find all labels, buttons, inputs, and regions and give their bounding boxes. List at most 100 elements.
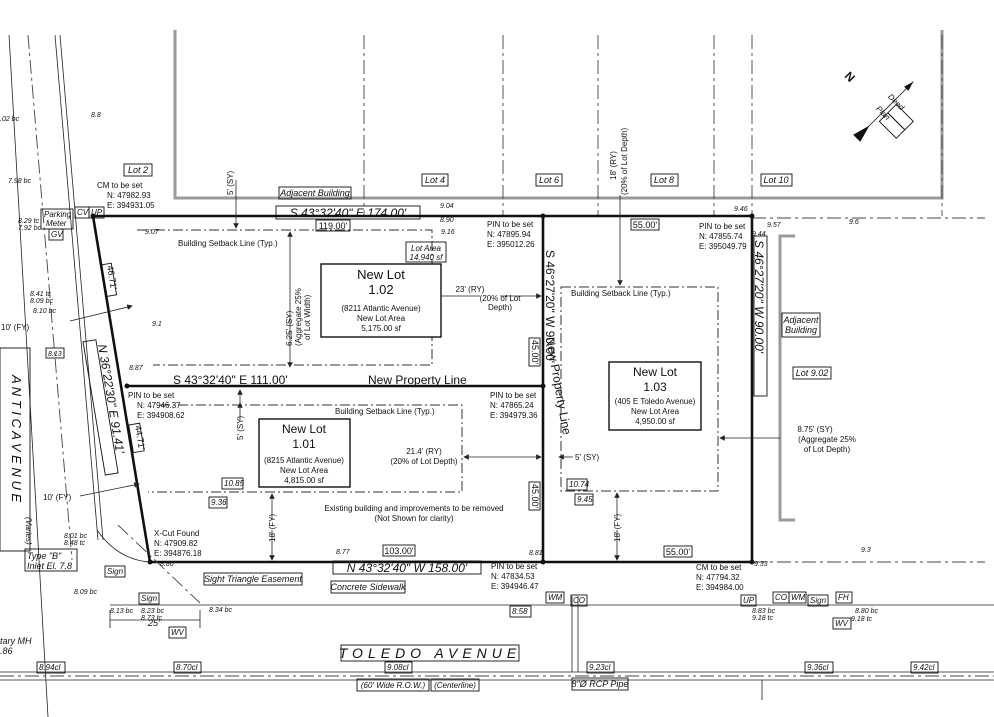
svg-text:PIN to be set: PIN to be set bbox=[487, 220, 534, 229]
setback-labels: Building Setback Line (Typ.) Building Se… bbox=[1, 128, 856, 542]
svg-text:of Lot Depth): of Lot Depth) bbox=[804, 445, 851, 454]
pin-coordinates: CM to be set N: 47982.93 E: 394931.05 PI… bbox=[97, 181, 747, 592]
lot-area-value: 14,940 sf bbox=[410, 253, 444, 262]
concrete-sidewalk-label: Concrete Sidewalk bbox=[330, 582, 406, 592]
svg-text:Depth): Depth) bbox=[488, 303, 512, 312]
atlantic-avenue-label: A N T I C A V E N U E bbox=[9, 374, 24, 502]
svg-text:Lot 10: Lot 10 bbox=[763, 175, 788, 185]
west-line-frame bbox=[82, 339, 119, 476]
svg-text:N: 47895.94: N: 47895.94 bbox=[487, 230, 531, 239]
svg-text:1.01: 1.01 bbox=[292, 437, 316, 451]
svg-text:N: 47865.24: N: 47865.24 bbox=[490, 401, 534, 410]
svg-text:9.45: 9.45 bbox=[577, 495, 593, 504]
svg-text:.02 bc: .02 bc bbox=[0, 116, 20, 123]
svg-text:CM to be set: CM to be set bbox=[696, 563, 742, 572]
centerline-frame bbox=[430, 678, 480, 692]
svg-text:N: 47855.74: N: 47855.74 bbox=[699, 232, 743, 241]
svg-text:10' (FY): 10' (FY) bbox=[1, 323, 30, 332]
svg-text:8.41 tc: 8.41 tc bbox=[30, 291, 52, 298]
svg-text:6.25' (SY): 6.25' (SY) bbox=[285, 310, 294, 346]
svg-text:E: 394908.62: E: 394908.62 bbox=[137, 411, 185, 420]
lot-1-02-box: New Lot 1.02 (8211 Atlantic Avenue) New … bbox=[320, 263, 442, 338]
north-arrow-letter: N bbox=[842, 69, 858, 85]
svg-text:N: 47909.82: N: 47909.82 bbox=[154, 539, 198, 548]
svg-text:5' (SY): 5' (SY) bbox=[236, 415, 245, 440]
svg-text:New Lot: New Lot bbox=[633, 365, 678, 379]
svg-text:Sign: Sign bbox=[107, 567, 124, 576]
toledo-frame bbox=[340, 644, 520, 662]
svg-text:PIN to be set: PIN to be set bbox=[491, 562, 538, 571]
svg-text:8.8: 8.8 bbox=[91, 112, 101, 119]
svg-text:23' (RY): 23' (RY) bbox=[456, 285, 485, 294]
svg-text:8.13 bc: 8.13 bc bbox=[110, 608, 133, 615]
svg-text:8.73 tc: 8.73 tc bbox=[141, 615, 163, 622]
sight-triangle-label: Sight Triangle Easement bbox=[204, 574, 302, 584]
toledo-avenue-lines bbox=[0, 596, 994, 700]
lot-area-frame bbox=[405, 241, 447, 263]
svg-text:X-Cut Found: X-Cut Found bbox=[154, 529, 199, 538]
middle-line-bearing: S 46°27'20" W 90.00' bbox=[543, 250, 557, 363]
svg-text:(20% of Lot Depth): (20% of Lot Depth) bbox=[390, 457, 457, 466]
sight-triangle-frame bbox=[203, 572, 303, 586]
sanitary-label-1: tary MH bbox=[0, 636, 32, 646]
north-line-frame bbox=[275, 205, 421, 220]
svg-text:CV: CV bbox=[77, 208, 89, 217]
svg-text:N: 47982.93: N: 47982.93 bbox=[107, 191, 151, 200]
elevation-labels: 8.94cl 8.70cl 9.08cl 9.23cl 9.36cl 9.42c… bbox=[0, 112, 939, 674]
svg-text:Lot 4: Lot 4 bbox=[425, 175, 445, 185]
svg-text:8.70cl: 8.70cl bbox=[176, 663, 198, 672]
svg-text:10.74: 10.74 bbox=[569, 480, 590, 489]
svg-text:9.3: 9.3 bbox=[861, 547, 871, 554]
svg-text:8.80 bc: 8.80 bc bbox=[855, 608, 878, 615]
svg-text:E: 394876.18: E: 394876.18 bbox=[154, 549, 202, 558]
svg-text:Sign: Sign bbox=[810, 596, 827, 605]
svg-text:New Lot Area: New Lot Area bbox=[280, 466, 329, 475]
svg-text:8.58: 8.58 bbox=[512, 607, 528, 616]
svg-text:8.13: 8.13 bbox=[48, 351, 62, 358]
svg-text:18' (FY): 18' (FY) bbox=[613, 513, 622, 542]
svg-text:1.02: 1.02 bbox=[368, 282, 393, 297]
svg-text:8.34 bc: 8.34 bc bbox=[209, 607, 232, 614]
svg-text:21.4' (RY): 21.4' (RY) bbox=[406, 447, 442, 456]
svg-text:9.07: 9.07 bbox=[145, 229, 160, 236]
svg-text:of Lot Width): of Lot Width) bbox=[303, 294, 312, 340]
sight-triangle-line bbox=[117, 524, 201, 604]
svg-text:9.08cl: 9.08cl bbox=[387, 663, 409, 672]
svg-text:N: 47834.53: N: 47834.53 bbox=[491, 572, 535, 581]
north-arrow-plan: Plan bbox=[874, 104, 892, 122]
svg-text:8.10 bc: 8.10 bc bbox=[33, 308, 56, 315]
pin-markers bbox=[90, 213, 755, 565]
toledo-avenue-label: TOLEDO AVENUE bbox=[339, 645, 521, 661]
adjacent-building-top: Adjacent Building bbox=[279, 188, 350, 198]
svg-text:18' (RY): 18' (RY) bbox=[609, 151, 618, 180]
svg-text:8.29 tc: 8.29 tc bbox=[18, 218, 40, 225]
svg-text:7.98 bc: 7.98 bc bbox=[8, 178, 31, 185]
svg-text:PIN to be set: PIN to be set bbox=[128, 391, 175, 400]
centerline-label: (Centerline) bbox=[434, 681, 476, 690]
svg-text:(8215 Atlantic Avenue): (8215 Atlantic Avenue) bbox=[264, 456, 344, 465]
svg-text:CO: CO bbox=[775, 593, 787, 602]
svg-text:9.23cl: 9.23cl bbox=[589, 663, 611, 672]
existing-note-2: (Not Shown for clarity) bbox=[374, 514, 453, 523]
lot-area-label: Lot Area bbox=[411, 244, 441, 253]
existing-note-1: Existing building and improvements to be… bbox=[324, 504, 503, 513]
svg-text:18' (FY): 18' (FY) bbox=[268, 513, 277, 542]
svg-text:N: 47946.37: N: 47946.37 bbox=[137, 401, 181, 410]
svg-text:8.48 tc: 8.48 tc bbox=[64, 540, 86, 547]
svg-text:E: 394979.36: E: 394979.36 bbox=[490, 411, 538, 420]
svg-text:E: 394931.05: E: 394931.05 bbox=[107, 201, 155, 210]
svg-text:PIN to be set: PIN to be set bbox=[699, 222, 746, 231]
svg-text:46.71': 46.71' bbox=[105, 265, 119, 291]
svg-text:8.80: 8.80 bbox=[160, 561, 174, 568]
parking-meter-1: Parking bbox=[44, 210, 72, 219]
inlet-label-1: Type "B" bbox=[27, 551, 62, 561]
svg-text:Lot 9.02: Lot 9.02 bbox=[796, 368, 829, 378]
svg-text:9.18 tc: 9.18 tc bbox=[851, 616, 873, 623]
svg-text:Sign: Sign bbox=[141, 594, 158, 603]
adjacent-building-right-frame bbox=[781, 312, 821, 338]
svg-text:45.00': 45.00' bbox=[530, 484, 540, 509]
svg-text:9.36cl: 9.36cl bbox=[807, 663, 829, 672]
svg-text:8.09 bc: 8.09 bc bbox=[30, 298, 53, 305]
svg-text:8.83 bc: 8.83 bc bbox=[752, 608, 775, 615]
svg-text:WM: WM bbox=[791, 593, 806, 602]
